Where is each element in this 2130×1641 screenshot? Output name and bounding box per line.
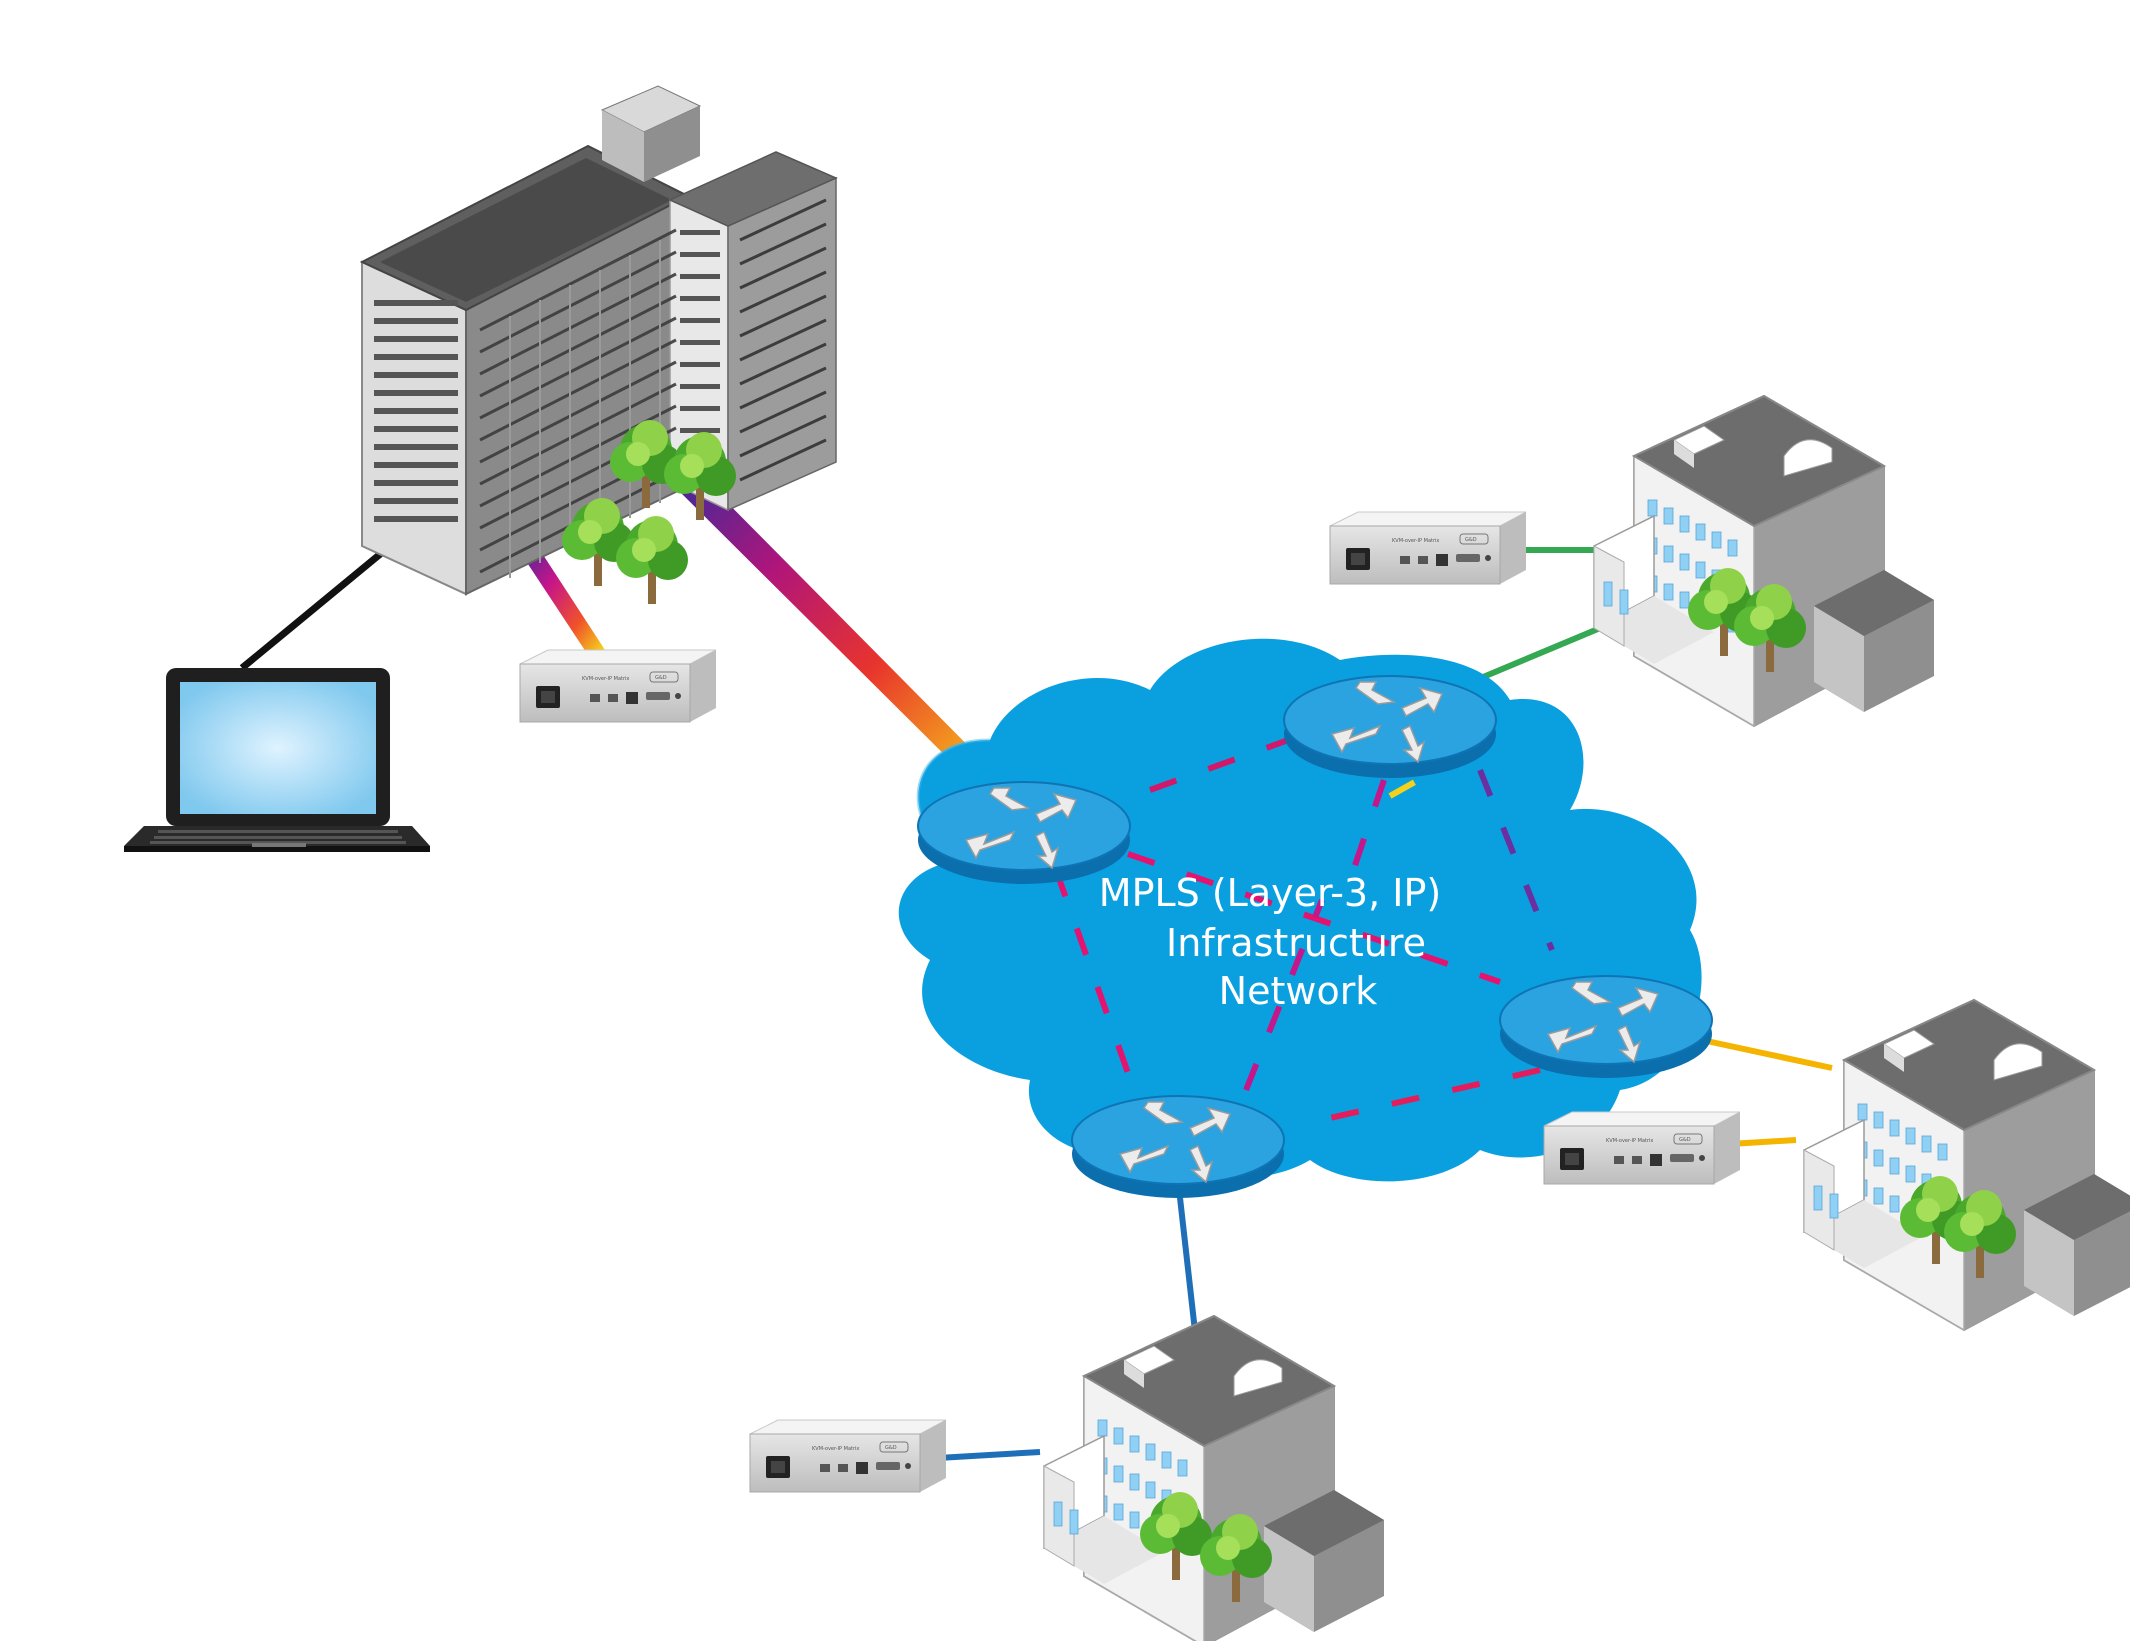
cloud-label-line3: Network — [1219, 969, 1378, 1013]
cloud-label-line1: MPLS (Layer-3, IP) — [1099, 871, 1441, 915]
router-north — [1283, 675, 1497, 779]
device-label: KVM-over-IP Matrix — [1392, 538, 1439, 544]
orange-link-device — [1729, 1137, 1797, 1147]
device-label: KVM-over-IP Matrix — [1606, 1138, 1653, 1144]
branch-office-south — [1043, 1315, 1385, 1641]
device-label: KVM-over-IP Matrix — [812, 1446, 859, 1452]
device-brand: G&D — [1465, 537, 1477, 543]
north-site-kvm-device: KVM-over-IP Matrix G&D — [1329, 511, 1527, 585]
hq-device-link — [520, 544, 605, 655]
router-west — [917, 781, 1131, 885]
device-brand: G&D — [1679, 1137, 1691, 1143]
router-south — [1071, 1095, 1285, 1199]
headquarters-building — [359, 85, 838, 604]
blue-link-cloud — [1175, 1179, 1199, 1341]
cloud-label-line2: Infrastructure — [1166, 921, 1426, 965]
laptop-icon — [124, 668, 430, 852]
south-site-kvm-device: KVM-over-IP Matrix G&D — [749, 1419, 947, 1493]
blue-link-device — [937, 1449, 1041, 1461]
device-label: KVM-over-IP Matrix — [582, 676, 629, 682]
laptop-link — [239, 548, 387, 671]
device-brand: G&D — [655, 675, 667, 681]
router-east — [1499, 975, 1713, 1079]
hq-to-cloud-link — [676, 472, 1006, 796]
east-site-kvm-device: KVM-over-IP Matrix G&D — [1543, 1111, 1741, 1185]
device-brand: G&D — [885, 1445, 897, 1451]
branch-office-east — [1803, 999, 2130, 1331]
orange-link-cloud — [1701, 1037, 1833, 1071]
branch-office-north — [1593, 395, 1935, 727]
cloud-label: MPLS (Layer-3, IP) Infrastructure Networ… — [1099, 871, 1441, 1013]
hq-kvm-device: KVM-over-IP Matrix G&D — [519, 649, 717, 723]
